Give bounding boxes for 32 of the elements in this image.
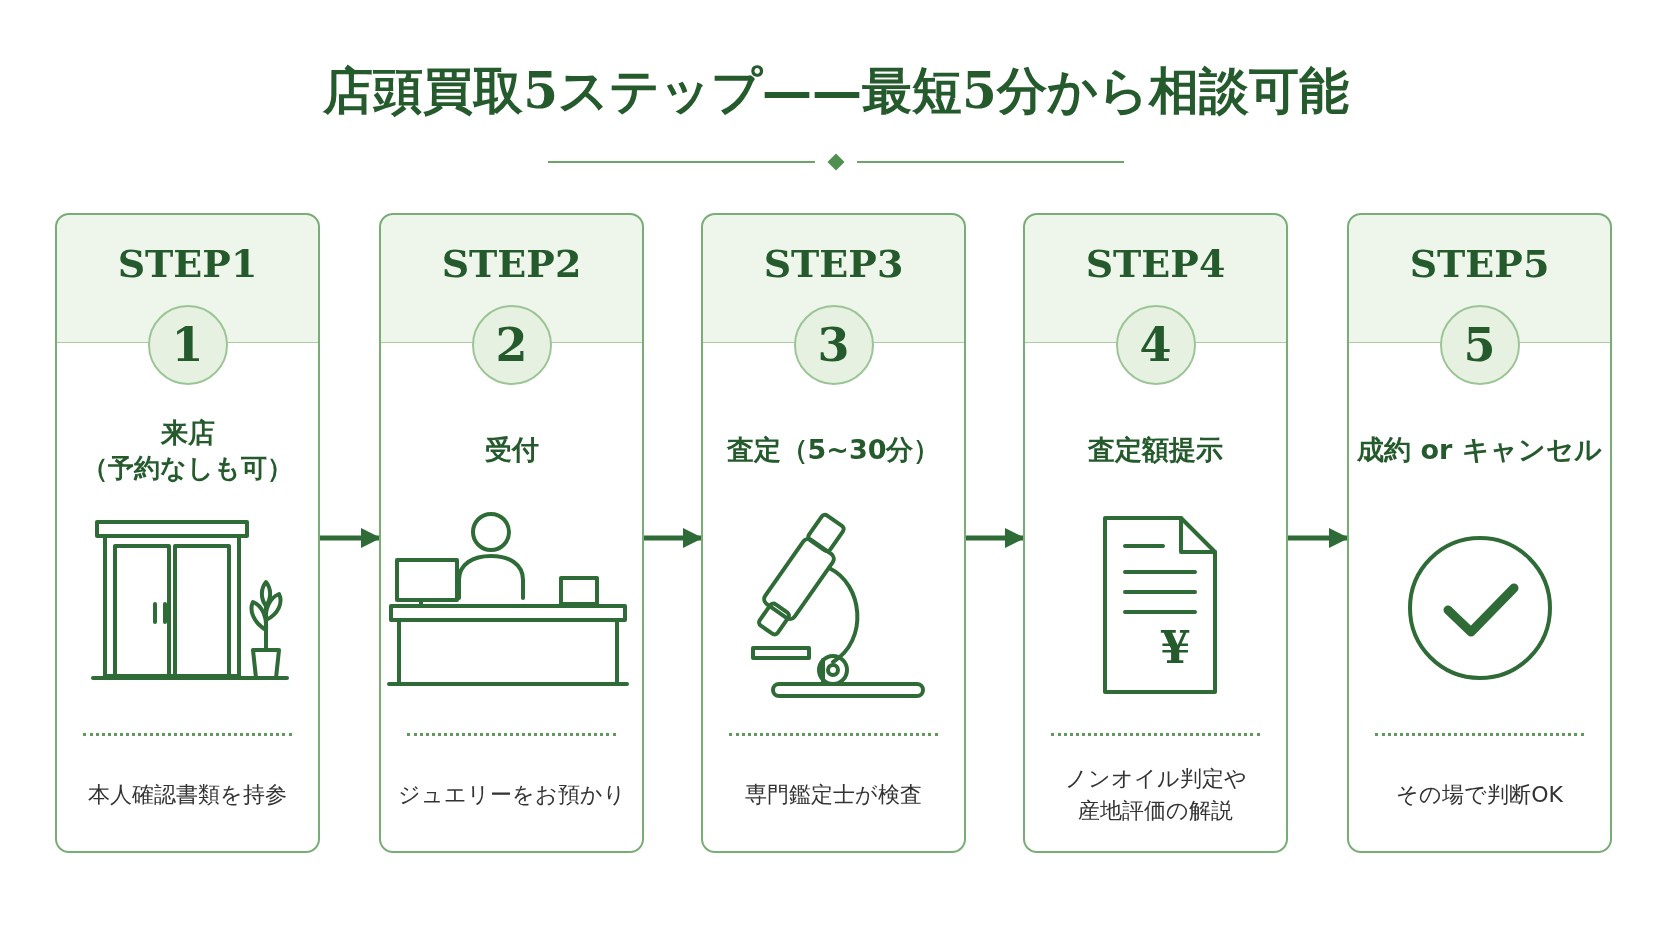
step-description: 本人確認書類を持参	[88, 781, 287, 810]
step-card	[1347, 213, 1612, 853]
step-heading: STEP4	[1084, 241, 1227, 286]
step-description: ジュエリーをお預かり	[397, 781, 626, 810]
step-title: 査定（5~30分）	[726, 433, 941, 467]
step-card	[1023, 213, 1288, 853]
currency-symbol: ¥	[1160, 622, 1191, 673]
step-title: 受付	[484, 433, 539, 467]
step-title: 査定額提示	[1088, 433, 1223, 467]
step-description: 専門鑑定士が検査	[745, 781, 922, 810]
step-card	[701, 213, 966, 853]
step-number-badge: 4	[1115, 305, 1196, 385]
arrow	[644, 528, 703, 548]
arrow	[966, 528, 1025, 548]
step-number-badge: 1	[147, 305, 228, 385]
page-title: 店頭買取5ステップ——最短5分から相談可能	[322, 60, 1350, 122]
step-card	[55, 213, 320, 853]
step-heading: STEP2	[440, 241, 583, 286]
step-heading: STEP5	[1408, 241, 1551, 286]
step-heading: STEP1	[116, 241, 259, 286]
step-heading: STEP3	[762, 241, 905, 286]
step-number-badge: 2	[471, 305, 552, 385]
step-title: 成約 or キャンセル	[1357, 433, 1602, 467]
step-number-badge: 3	[793, 305, 874, 385]
arrow	[1288, 528, 1349, 548]
arrow	[320, 528, 381, 548]
step-number-badge: 5	[1439, 305, 1520, 385]
step-card	[379, 213, 644, 853]
step-description: ノンオイル判定や産地評価の解説	[1063, 765, 1248, 825]
step-subtitle: （予約なしも可）	[82, 451, 293, 485]
step-title: 来店	[160, 415, 215, 450]
step-description: その場で判断OK	[1396, 781, 1563, 810]
